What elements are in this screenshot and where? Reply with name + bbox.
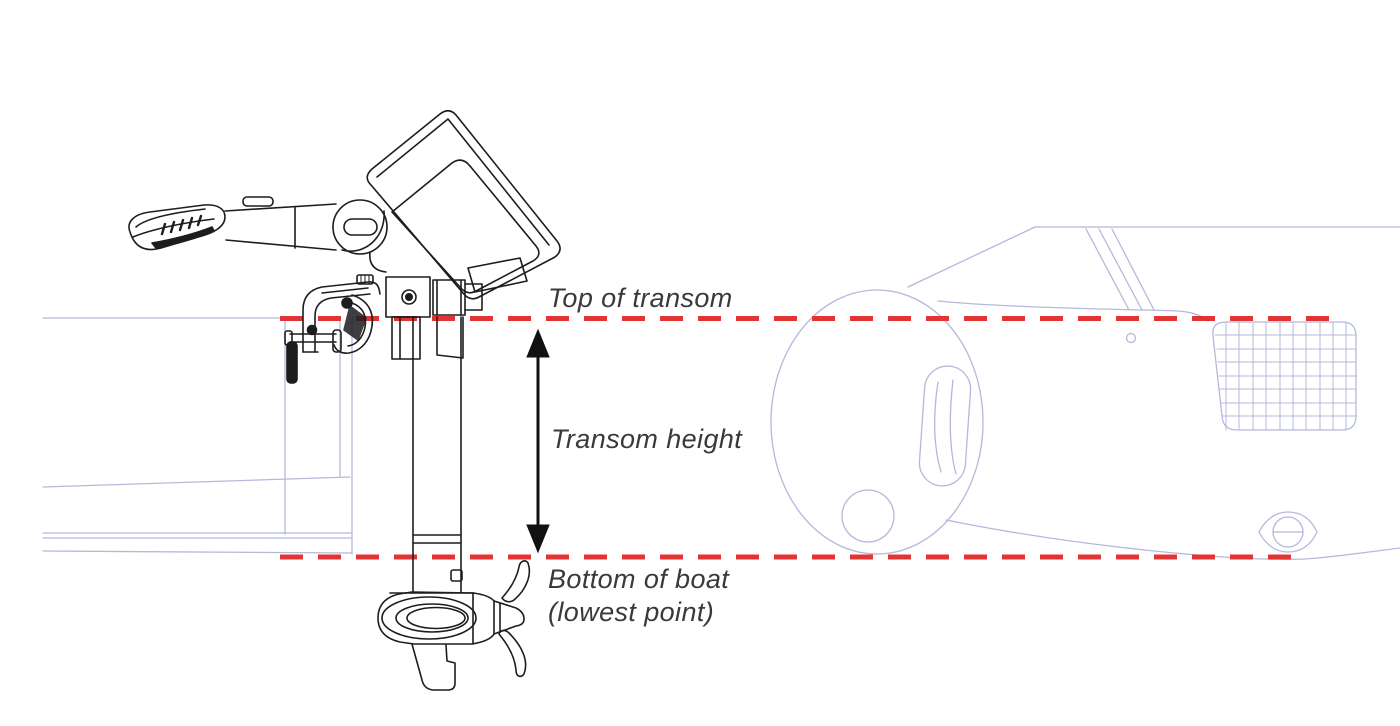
motor-mount-head — [369, 251, 483, 318]
measure-arrow-icon — [526, 328, 550, 554]
propeller-pod — [377, 560, 531, 691]
clamp-bracket — [284, 274, 381, 384]
bottom-of-boat-label-line1: Bottom of boat — [548, 564, 730, 594]
clamp-screw — [284, 329, 342, 384]
bottom-of-boat-label-line2: (lowest point) — [548, 597, 715, 627]
bottom-of-boat-label: Bottom of boat (lowest point) — [548, 563, 729, 629]
tube-end-cap-circle — [841, 489, 895, 543]
boat-left-hull — [42, 317, 353, 555]
propeller-blade-upper — [501, 560, 531, 603]
skeg — [411, 643, 456, 691]
transom-height-label: Transom height — [551, 424, 743, 454]
propeller-blade-lower — [498, 629, 527, 678]
vent-hole — [1125, 332, 1137, 344]
top-of-transom-label: Top of transom — [548, 283, 733, 313]
battery-pack — [366, 109, 561, 300]
grid-pad — [1212, 321, 1357, 431]
tiller-handle — [128, 196, 337, 251]
outboard-motor-drawing — [128, 109, 561, 691]
drain-valve — [1258, 511, 1318, 553]
tiller-button — [242, 196, 274, 207]
boat-hull-drawing — [42, 226, 1400, 561]
motor-shaft — [391, 316, 464, 593]
boat-stern-tube — [770, 226, 1400, 561]
tube-handle — [918, 365, 972, 487]
tiller-pivot-joint — [332, 199, 388, 255]
